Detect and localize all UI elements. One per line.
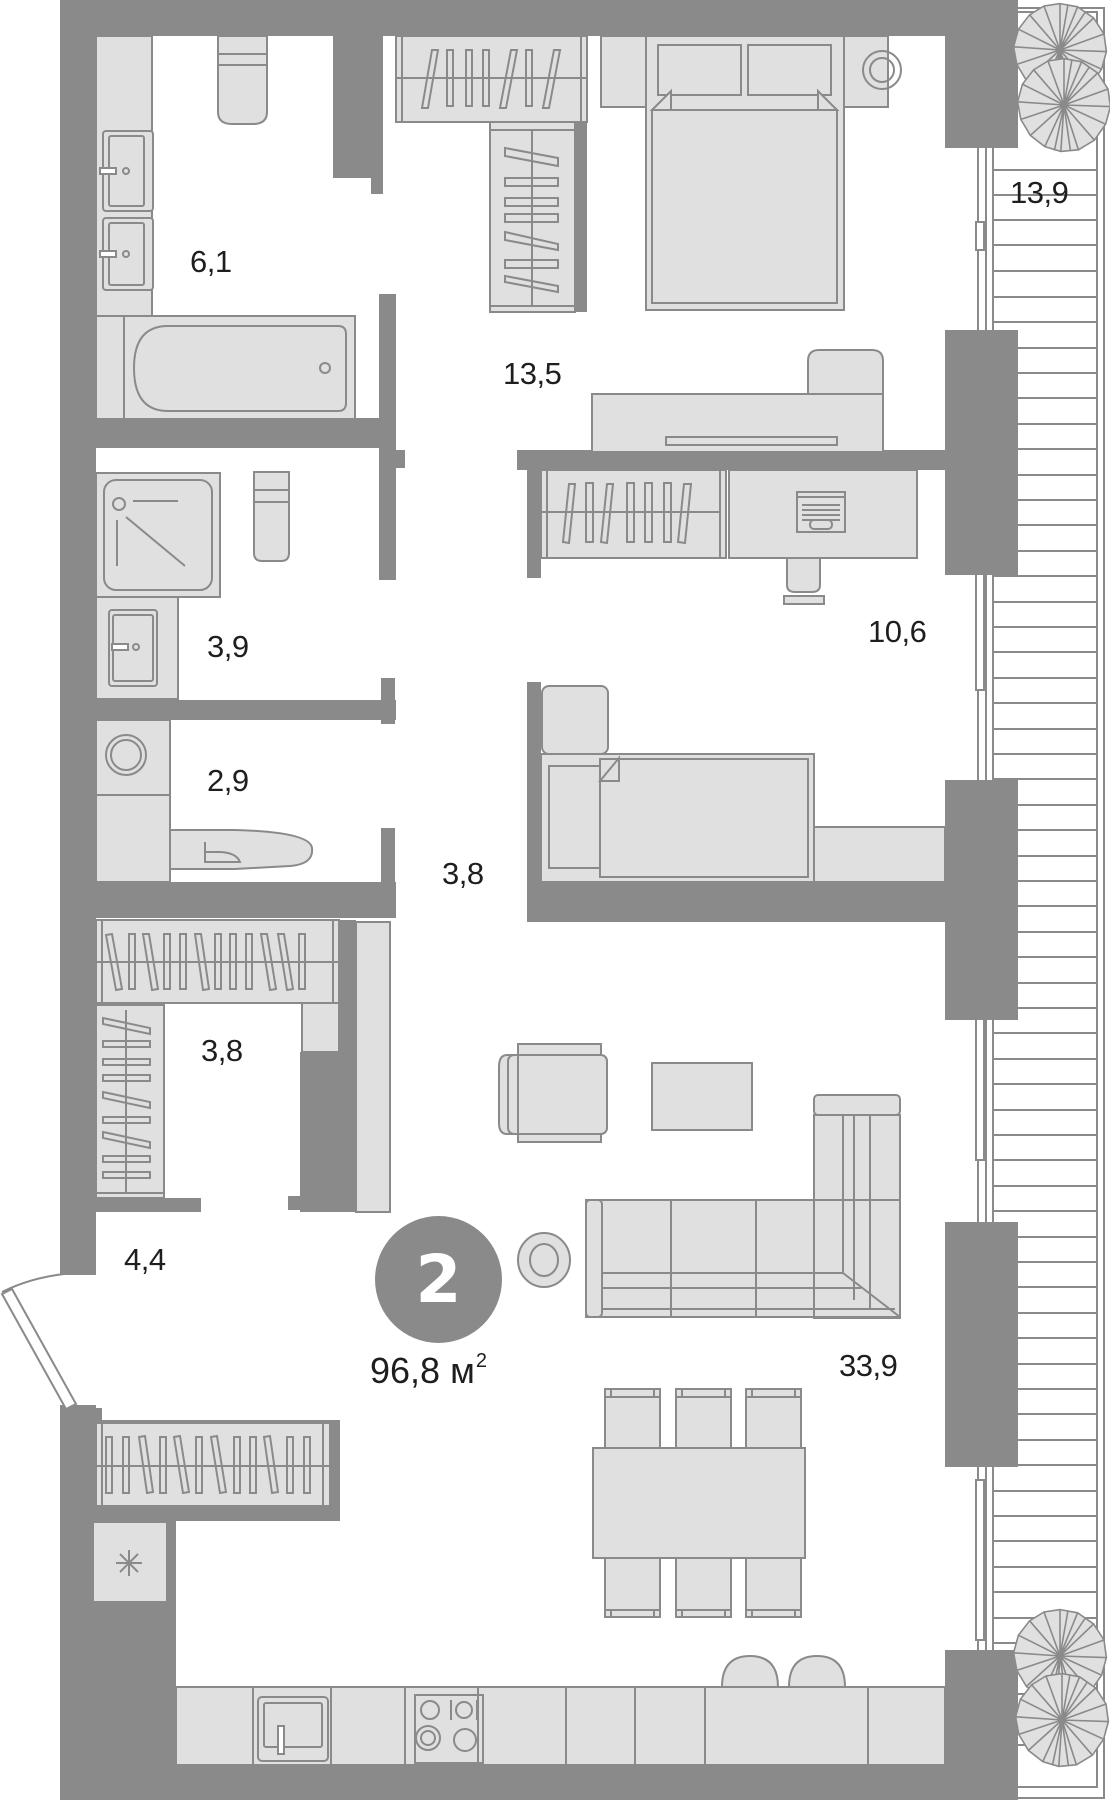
hall-furniture xyxy=(92,1422,331,1603)
total-area-value: 96,8 xyxy=(370,1350,441,1391)
master-bedroom-furniture xyxy=(395,35,902,453)
bathroom-fixtures xyxy=(95,35,356,420)
room-area-living-kitchen: 33,9 xyxy=(839,1348,898,1383)
room-area-master-bedroom: 13,5 xyxy=(503,356,562,391)
room-area-wardrobe: 3,8 xyxy=(201,1033,243,1068)
deck-planks xyxy=(993,169,1097,1746)
room-area-balcony: 13,9 xyxy=(1010,175,1069,210)
total-area-unit: м xyxy=(450,1350,475,1391)
room-area-bathroom: 6,1 xyxy=(190,244,232,279)
room-area-corridor: 3,8 xyxy=(442,856,484,891)
entrance-door[interactable] xyxy=(0,1273,78,1411)
second-bedroom-furniture xyxy=(540,469,946,883)
shower-laundry-fixtures xyxy=(95,471,314,883)
total-area: 96,8 м2 xyxy=(370,1350,487,1392)
rooms-count-badge: 2 xyxy=(375,1216,502,1343)
living-room-furniture xyxy=(498,1043,901,1618)
kitchen-counter xyxy=(175,1654,946,1766)
room-area-second-bedroom: 10,6 xyxy=(868,614,927,649)
room-area-shower-room: 3,9 xyxy=(207,629,249,664)
total-area-unit-power: 2 xyxy=(475,1350,487,1372)
wardrobe-room-furniture xyxy=(95,919,391,1213)
room-area-laundry: 2,9 xyxy=(207,763,249,798)
room-area-entrance-hall: 4,4 xyxy=(124,1242,166,1277)
